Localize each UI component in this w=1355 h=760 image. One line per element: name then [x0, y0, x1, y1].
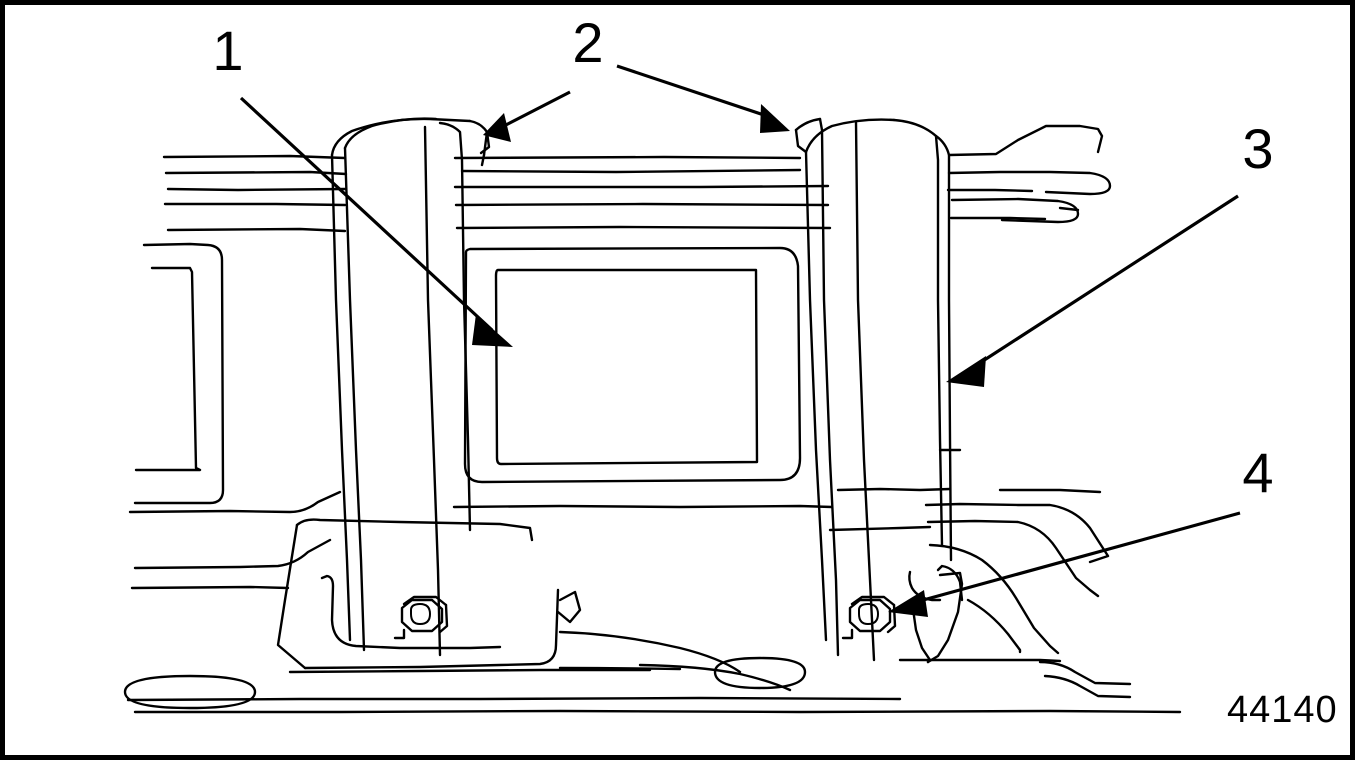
detail-lines	[836, 448, 1102, 494]
seatback-ribs-left	[162, 154, 348, 233]
callout-2-leader-left	[483, 90, 571, 142]
callout-2-arrowhead-left	[483, 113, 511, 142]
callout-label-2: 2	[572, 11, 603, 74]
seatback-ribs-center	[453, 155, 832, 230]
left-mount-bracket	[123, 518, 652, 710]
floor-sill-lines	[126, 696, 1182, 714]
callout-label-3: 3	[1242, 117, 1273, 180]
center-lower-contour	[556, 590, 807, 692]
callout-label-1: 1	[212, 19, 243, 82]
center-recess-panel	[463, 246, 802, 484]
figure-number: 44140	[1227, 689, 1338, 731]
right-mount-bolt	[841, 595, 897, 640]
right-seatbelt-strap	[794, 117, 953, 662]
callout-label-4: 4	[1242, 441, 1273, 504]
lower-body-contours	[128, 490, 932, 590]
callout-3-leader	[946, 194, 1239, 387]
callout-4-leader	[888, 511, 1241, 617]
left-seatbelt-strap	[330, 117, 491, 657]
callout-3-arrowhead	[946, 356, 986, 387]
callout-1-leader	[239, 96, 513, 347]
callout-1-arrowhead	[472, 314, 513, 347]
callout-4-arrowhead	[888, 590, 928, 617]
left-trim-panel	[133, 242, 225, 505]
callout-2-arrowhead-right	[760, 104, 790, 133]
callout-2-leader-right	[616, 64, 790, 133]
right-mount-bracket	[898, 502, 1132, 699]
left-mount-bolt	[393, 595, 449, 640]
seatback-ribs-right	[946, 124, 1112, 224]
drawing-geometry	[123, 117, 1182, 714]
